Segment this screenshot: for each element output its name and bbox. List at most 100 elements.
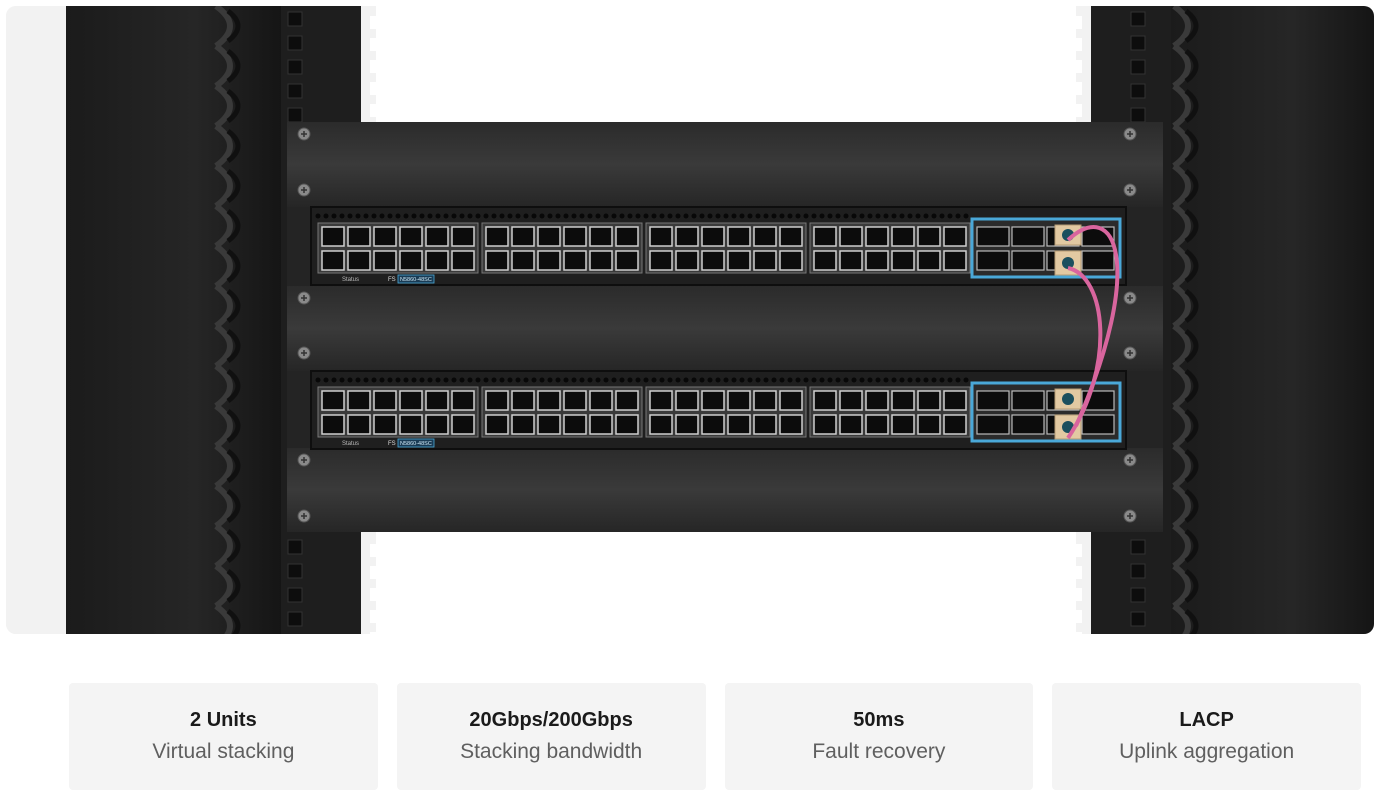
sfp-port <box>753 226 777 247</box>
rail-hole <box>1068 588 1082 601</box>
sfp-port <box>589 250 613 271</box>
feature-subtitle: Stacking bandwidth <box>460 739 643 763</box>
rail-hole <box>370 566 384 579</box>
sfp-port <box>563 226 587 247</box>
sfp-port <box>701 250 725 271</box>
sfp-port <box>563 250 587 271</box>
left-cabinet-side <box>66 6 281 634</box>
sfp-port <box>563 414 587 435</box>
sfp-port <box>589 226 613 247</box>
rail-hole <box>370 104 384 117</box>
sfp-port <box>865 414 889 435</box>
rail-hole <box>370 544 384 557</box>
sfp-port <box>321 414 345 435</box>
right-cable-manager <box>1172 6 1199 634</box>
sfp-port <box>891 414 915 435</box>
sfp-port <box>511 226 535 247</box>
sfp-port <box>399 250 423 271</box>
sfp-port <box>347 226 371 247</box>
sfp-port <box>943 226 967 247</box>
sfp-port <box>399 390 423 411</box>
sfp-port <box>485 250 509 271</box>
sfp-port <box>537 250 561 271</box>
sfp-port <box>891 250 915 271</box>
sfp-port <box>701 414 725 435</box>
sfp-port <box>813 226 837 247</box>
feature-title: LACP <box>1179 708 1234 731</box>
sfp-port <box>589 414 613 435</box>
right-cabinet-side <box>1171 6 1374 634</box>
sfp-port <box>425 250 449 271</box>
sfp-port <box>511 390 535 411</box>
model-label: N5860-48SC <box>400 441 432 447</box>
sfp-port <box>701 390 725 411</box>
sfp-port <box>779 226 803 247</box>
feature-card-bandwidth: 20Gbps/200Gbps Stacking bandwidth <box>396 683 706 790</box>
sfp-port <box>451 390 475 411</box>
rail-hole <box>1068 60 1082 73</box>
sfp-port <box>779 414 803 435</box>
sfp-port <box>615 390 639 411</box>
feature-card-units: 2 Units Virtual stacking <box>69 683 378 790</box>
sfp-port <box>839 250 863 271</box>
feature-subtitle: Uplink aggregation <box>1119 739 1295 763</box>
sfp-port <box>485 414 509 435</box>
sfp-port <box>727 414 751 435</box>
sfp-port <box>399 414 423 435</box>
sfp-port <box>917 250 941 271</box>
sfp-port <box>917 390 941 411</box>
sfp-port <box>485 226 509 247</box>
sfp-port <box>451 226 475 247</box>
sfp-port <box>615 250 639 271</box>
sfp-port <box>589 390 613 411</box>
rail-hole <box>1068 16 1082 29</box>
rail-hole <box>370 16 384 29</box>
bottom-blank-panel <box>287 448 1163 532</box>
middle-blank-panel <box>287 286 1163 371</box>
sfp-port <box>865 226 889 247</box>
feature-subtitle: Fault recovery <box>812 739 946 763</box>
rail-hole <box>1068 632 1082 634</box>
sfp-port <box>615 226 639 247</box>
sfp-port <box>865 390 889 411</box>
feature-title: 20Gbps/200Gbps <box>469 708 633 731</box>
sfp-port <box>425 414 449 435</box>
sfp-port <box>321 250 345 271</box>
sfp-port <box>537 414 561 435</box>
brand-logo: FS <box>388 277 396 283</box>
stacking-cable-2 <box>1066 266 1103 440</box>
rail-hole <box>1068 82 1082 95</box>
sfp-port <box>839 390 863 411</box>
sfp-port <box>779 250 803 271</box>
sfp-port <box>511 250 535 271</box>
sfp-port <box>425 390 449 411</box>
sfp-port <box>485 390 509 411</box>
sfp-port <box>649 390 673 411</box>
sfp-port <box>649 414 673 435</box>
rail-hole <box>370 610 384 623</box>
sfp-port <box>425 226 449 247</box>
rail-hole <box>1068 104 1082 117</box>
sfp-port <box>753 250 777 271</box>
sfp-port <box>537 226 561 247</box>
sfp-port <box>399 226 423 247</box>
feature-card-aggregation: LACP Uplink aggregation <box>1052 683 1361 790</box>
sfp-port <box>675 414 699 435</box>
rail-hole <box>370 632 384 634</box>
sfp-port <box>675 250 699 271</box>
feature-card-recovery: 50ms Fault recovery <box>724 683 1034 790</box>
feature-subtitle: Virtual stacking <box>152 739 295 763</box>
sfp-port <box>779 390 803 411</box>
sfp-port <box>649 250 673 271</box>
status-label: Status <box>342 441 359 447</box>
sfp-port <box>649 226 673 247</box>
sfp-port <box>347 390 371 411</box>
sfp-port <box>511 414 535 435</box>
sfp-port <box>563 390 587 411</box>
sfp-port <box>451 250 475 271</box>
sfp-port <box>813 250 837 271</box>
sfp-port <box>727 226 751 247</box>
sfp-port <box>943 250 967 271</box>
